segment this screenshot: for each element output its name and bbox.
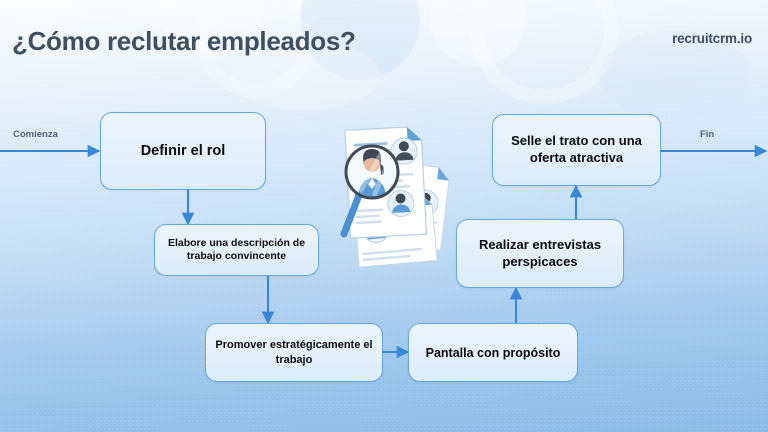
flow-node-label: Promover estratégicamente el trabajo [215,339,373,366]
background-ring-2 [470,0,618,104]
flow-node-seal-deal[interactable]: Selle el trato con una oferta atractiva [492,114,661,186]
flow-node-screen-purpose[interactable]: Pantalla con propósito [408,323,578,382]
flow-node-label: Pantalla con propósito [425,345,561,360]
flow-node-label: Elabore una descripción de trabajo convi… [167,236,306,262]
start-label: Comienza [13,129,58,140]
flow-node-label: Realizar entrevistas perspicaces [478,236,602,269]
background-blob-3 [430,0,526,66]
page-title: ¿Cómo reclutar empleados? [12,26,356,56]
flow-node-promote-job[interactable]: Promover estratégicamente el trabajo [205,323,383,382]
resume-stack-illustration [340,126,450,268]
flow-node-label: Definir el rol [140,142,226,159]
brand-logo: recruitcrm.io [672,31,752,46]
flow-node-label: Selle el trato con una oferta atractiva [511,133,642,165]
flow-node-job-description[interactable]: Elabore una descripción de trabajo convi… [154,224,319,276]
end-label: Fin [700,129,715,140]
flow-node-define-role[interactable]: Definir el rol [100,112,266,190]
flow-node-conduct-interviews[interactable]: Realizar entrevistas perspicaces [456,219,624,288]
